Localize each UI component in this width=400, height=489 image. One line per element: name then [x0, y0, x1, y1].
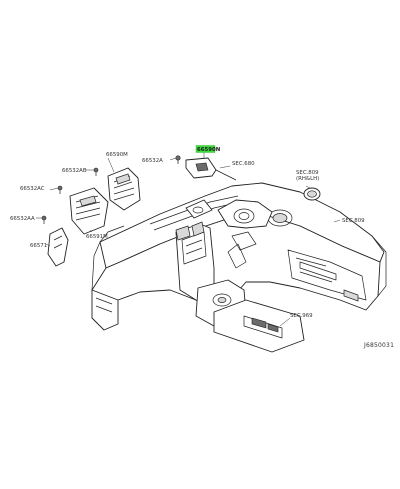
- callout-rhlh: (RH&LH): [296, 176, 319, 182]
- vent-housing-66591m: [69, 187, 109, 235]
- dashboard-assembly: [91, 182, 387, 353]
- callout-66532aa[interactable]: 66532AA: [10, 216, 35, 222]
- callout-sec809-dash[interactable]: SEC.809: [342, 218, 365, 224]
- callout-sec809-knob[interactable]: SEC.809: [296, 170, 319, 176]
- part-66590n: [185, 157, 237, 181]
- callout-66532ac[interactable]: 66532AC: [20, 186, 45, 192]
- callout-sec969[interactable]: SEC.969: [290, 313, 313, 319]
- clip-66532ac: [57, 185, 63, 194]
- callout-66591m[interactable]: 66591M: [86, 234, 108, 240]
- clip-66532aa: [41, 215, 47, 224]
- bracket-66571: [47, 227, 69, 267]
- callout-66571[interactable]: 66571: [30, 243, 47, 249]
- leader-lines: [36, 152, 341, 327]
- callout-highlight-box: [195, 145, 216, 153]
- callout-66532ab[interactable]: 66532AB: [62, 168, 87, 174]
- callout-66590n[interactable]: 66590N: [197, 147, 221, 153]
- clip-66532ab: [93, 167, 99, 176]
- clip-66532a: [175, 155, 181, 164]
- callout-66532a[interactable]: 66532A: [142, 158, 163, 164]
- knob-sec809: [303, 187, 321, 201]
- figure-id: J6850031: [363, 342, 394, 349]
- callout-sec680[interactable]: SEC.680: [232, 161, 255, 167]
- vent-66590m: [107, 167, 141, 211]
- callout-66590m[interactable]: 66590M: [106, 152, 128, 158]
